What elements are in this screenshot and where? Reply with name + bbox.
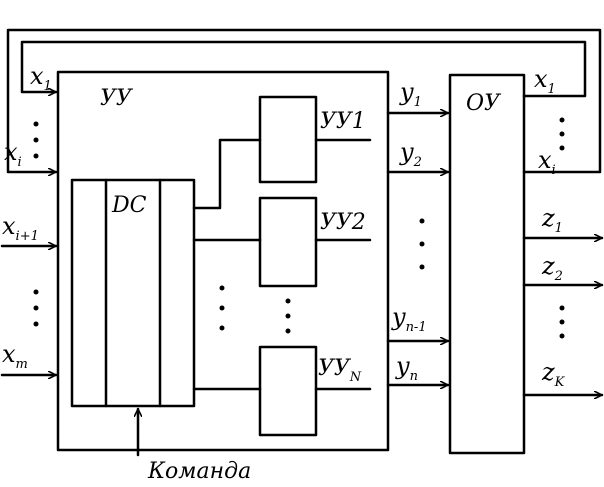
sub-unit-2-block [258, 196, 318, 288]
sub-unit-1-label: УУ1 [320, 109, 366, 134]
ellipsis-sub-units [285, 298, 291, 334]
control-unit-label: УУ [100, 86, 134, 111]
signal-label-y2: y2 [399, 138, 422, 170]
output-label-zk: zK [541, 358, 566, 390]
input-label-xi1: xi+1 [2, 212, 39, 244]
input-label-x1: x1 [30, 62, 52, 94]
ellipsis-left-bottom [33, 289, 39, 327]
control-unit-block [56, 70, 390, 452]
feedback-loop-x1 [20, 40, 587, 98]
feedback-label-xi: xi [538, 146, 556, 178]
feedback-label-x1: x1 [534, 65, 556, 97]
sub-unit-n-block [258, 345, 318, 437]
signal-label-yn: yn [395, 352, 418, 384]
input-label-xi: xi [4, 138, 22, 170]
output-label-z1: z1 [541, 204, 563, 236]
ellipsis-feedback [559, 117, 565, 151]
operational-unit-label: ОУ [466, 91, 502, 116]
decoder-block [70, 178, 196, 408]
output-label-z2: z2 [541, 252, 563, 284]
ellipsis-outputs [559, 305, 565, 339]
ellipsis-y-signals [419, 218, 425, 270]
signal-label-yn1: yn-1 [391, 303, 427, 335]
sub-unit-n-label: УУN [318, 356, 362, 385]
feedback-loop-xi [6, 28, 602, 172]
input-label-xm: xm [2, 340, 28, 372]
wire-dc-uu1 [192, 138, 262, 210]
decoder-label: DC [111, 193, 147, 218]
sub-unit-1-block [258, 95, 318, 184]
signal-label-y1: y1 [399, 78, 422, 110]
operational-unit-block [448, 73, 526, 455]
ellipsis-left-top [33, 121, 39, 159]
ellipsis-decoder-wires [219, 285, 225, 331]
sub-unit-2-label: УУ2 [320, 210, 366, 235]
command-label: Команда [147, 459, 251, 484]
